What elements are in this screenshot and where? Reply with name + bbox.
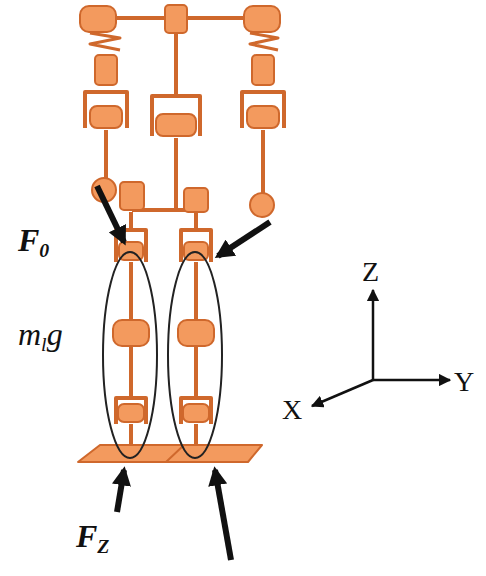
force-label: FZ <box>76 520 109 557</box>
subscript: l <box>41 333 47 355</box>
subscript: 0 <box>39 239 49 261</box>
axis-label: Z <box>362 258 379 286</box>
weight-label: mlg <box>18 318 63 355</box>
force-label: F0 <box>18 224 49 261</box>
axis-label: X <box>282 396 302 424</box>
axis-label: Y <box>454 368 474 396</box>
subscript: Z <box>97 535 109 557</box>
